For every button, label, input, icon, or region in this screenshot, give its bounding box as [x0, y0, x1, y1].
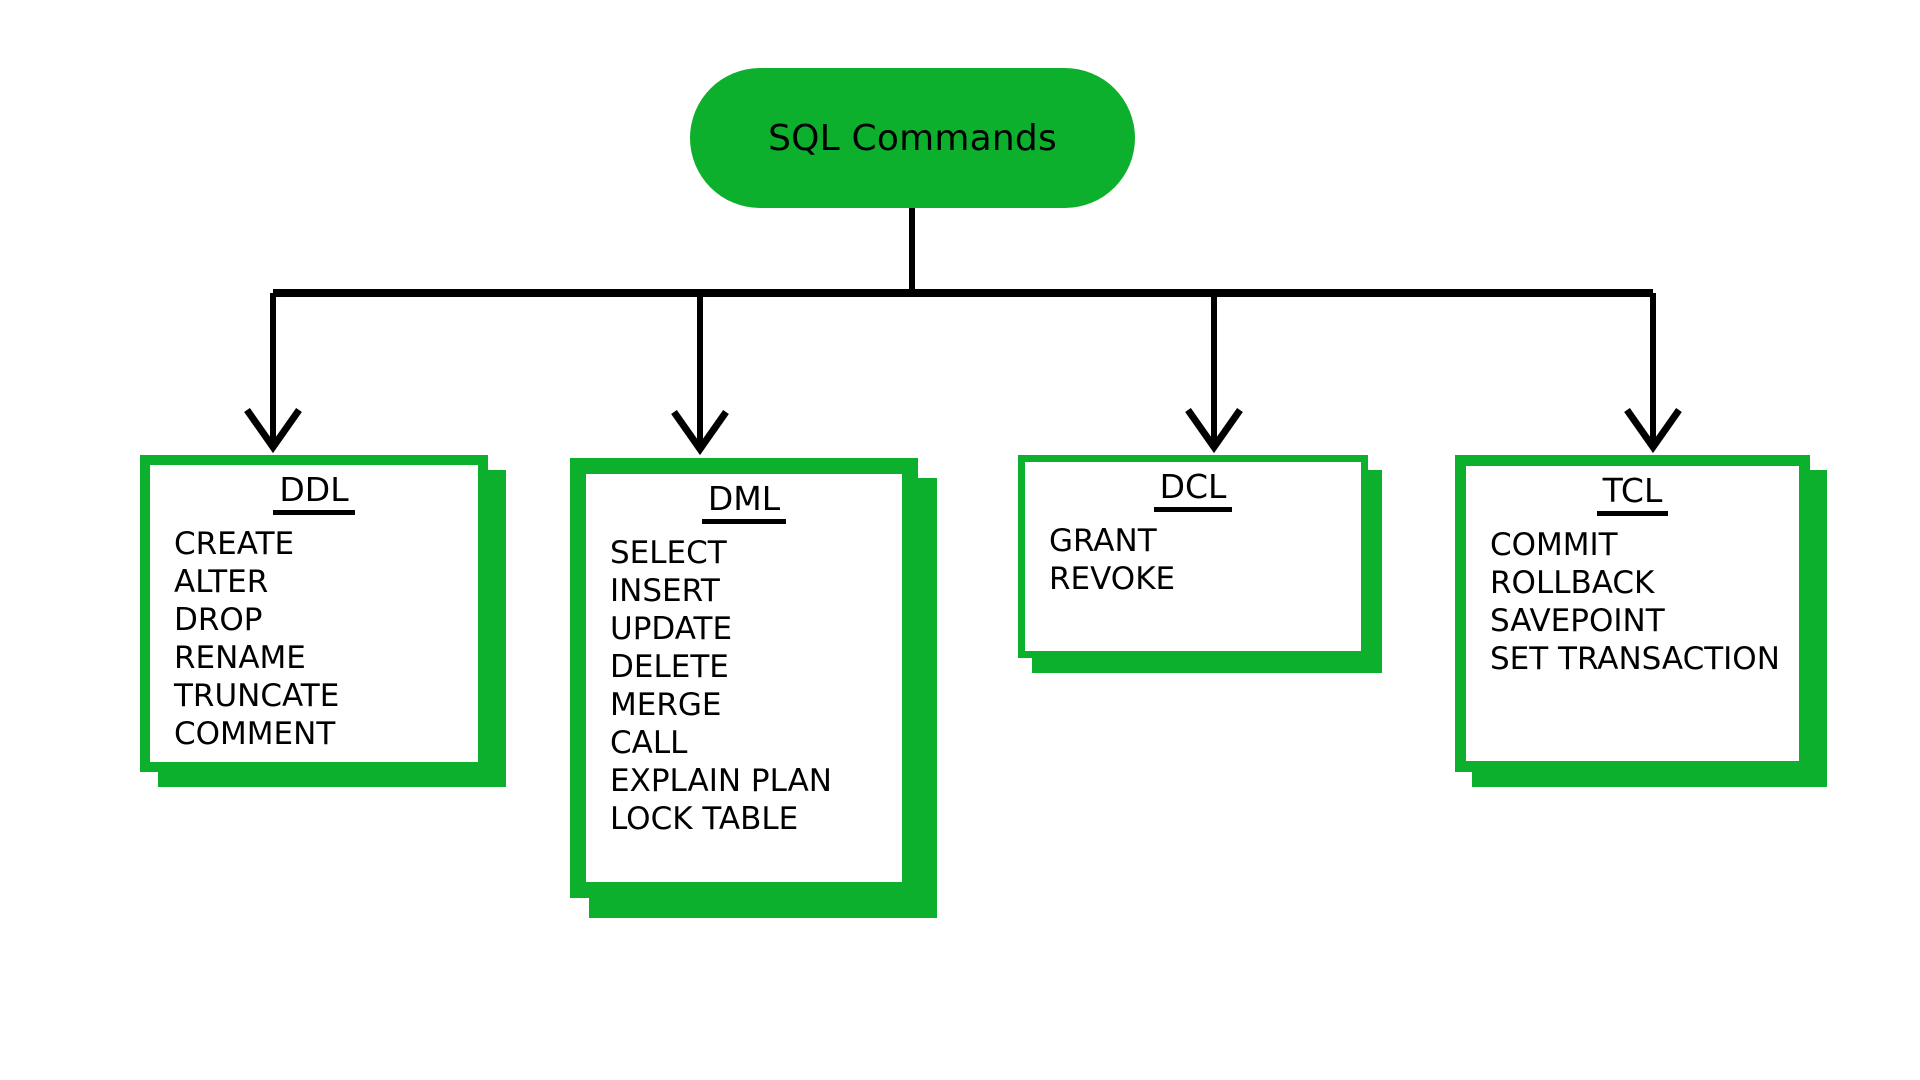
ddl-title: DDL [273, 473, 355, 515]
arrowhead-tcl [1624, 407, 1682, 454]
tcl-command-list: COMMIT ROLLBACK SAVEPOINT SET TRANSACTIO… [1466, 530, 1799, 675]
dml-box[interactable]: DML SELECT INSERT UPDATE DELETE MERGE CA… [570, 458, 918, 898]
root-node-label: SQL Commands [768, 117, 1057, 159]
tcl-list-item: COMMIT [1490, 527, 1618, 563]
ddl-box[interactable]: DDL CREATE ALTER DROP RENAME TRUNCATE CO… [140, 455, 488, 772]
tcl-list-item: SAVEPOINT [1490, 603, 1665, 639]
dcl-title-wrap: DCL [1025, 470, 1361, 512]
ddl-list-item: ALTER [174, 564, 269, 600]
dml-title: DML [701, 482, 787, 524]
dml-box-content: DML SELECT INSERT UPDATE DELETE MERGE CA… [586, 474, 902, 882]
dcl-command-list: GRANT REVOKE [1025, 526, 1361, 595]
root-node-sql-commands[interactable]: SQL Commands [690, 68, 1135, 208]
dcl-list-item: GRANT [1049, 523, 1157, 559]
dml-list-item: INSERT [610, 573, 720, 609]
dml-list-item: LOCK TABLE [610, 801, 799, 837]
arrowhead-dml [671, 409, 729, 456]
tcl-list-item: ROLLBACK [1490, 565, 1655, 601]
dcl-list-item: REVOKE [1049, 561, 1176, 597]
dcl-box[interactable]: DCL GRANT REVOKE [1018, 455, 1368, 658]
ddl-box-content: DDL CREATE ALTER DROP RENAME TRUNCATE CO… [150, 465, 478, 762]
dml-list-item: CALL [610, 725, 688, 761]
dcl-box-content: DCL GRANT REVOKE [1025, 462, 1361, 651]
tcl-box[interactable]: TCL COMMIT ROLLBACK SAVEPOINT SET TRANSA… [1455, 455, 1810, 772]
ddl-list-item: COMMENT [174, 716, 336, 752]
dml-list-item: UPDATE [610, 611, 733, 647]
ddl-list-item: CREATE [174, 526, 295, 562]
dml-list-item: MERGE [610, 687, 722, 723]
ddl-list-item: TRUNCATE [174, 678, 340, 714]
dml-title-wrap: DML [586, 482, 902, 524]
dml-command-list: SELECT INSERT UPDATE DELETE MERGE CALL E… [586, 538, 902, 835]
dml-list-item: EXPLAIN PLAN [610, 763, 832, 799]
dcl-title: DCL [1153, 470, 1233, 512]
arrowhead-ddl [244, 407, 302, 454]
tcl-list-item: SET TRANSACTION [1490, 641, 1780, 677]
tcl-title: TCL [1596, 474, 1669, 516]
ddl-list-item: DROP [174, 602, 263, 638]
tcl-box-content: TCL COMMIT ROLLBACK SAVEPOINT SET TRANSA… [1466, 466, 1799, 761]
arrowhead-dcl [1185, 407, 1243, 454]
dml-list-item: DELETE [610, 649, 729, 685]
dml-list-item: SELECT [610, 535, 727, 571]
ddl-title-wrap: DDL [150, 473, 478, 515]
tcl-title-wrap: TCL [1466, 474, 1799, 516]
ddl-command-list: CREATE ALTER DROP RENAME TRUNCATE COMMEN… [150, 529, 478, 750]
ddl-list-item: RENAME [174, 640, 306, 676]
